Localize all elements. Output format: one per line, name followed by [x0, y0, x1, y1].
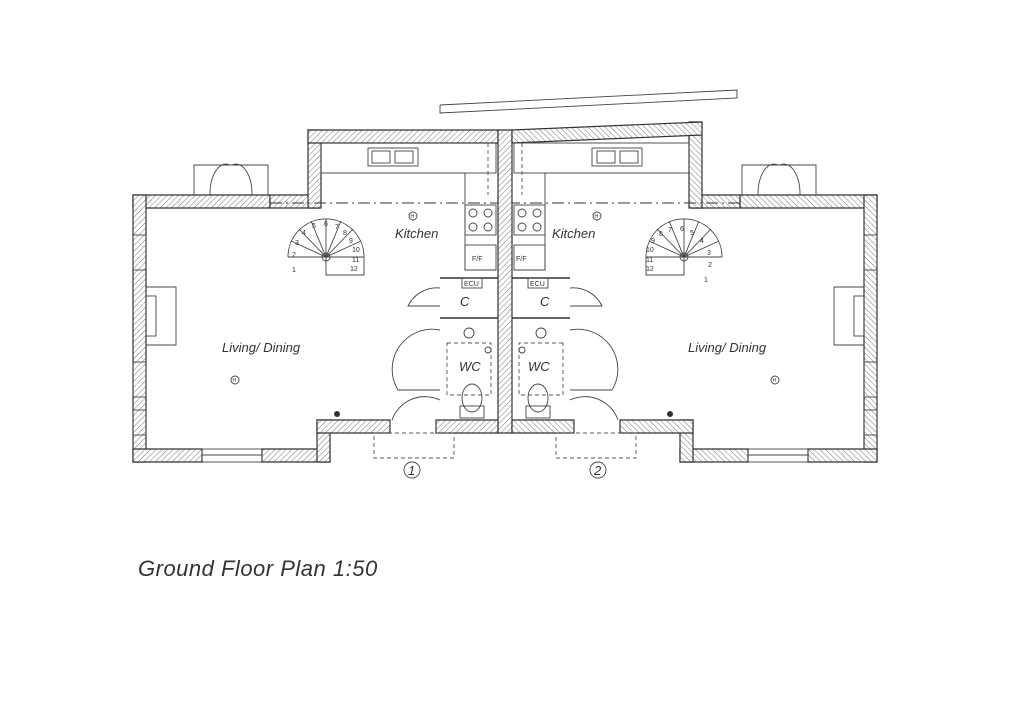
svg-text:5: 5: [690, 230, 694, 237]
svg-text:H: H: [773, 378, 777, 384]
unit-left: F/F 1 2 3 4 5 6 7 8 9 10 11: [132, 129, 513, 479]
fridge-label-right: F/F: [516, 256, 527, 263]
unit-right-labels: F/F ECU Kitchen C WC Living/ Dining H H …: [516, 214, 777, 478]
kitchen-label-left: Kitchen: [395, 226, 438, 241]
svg-text:7: 7: [335, 224, 339, 231]
svg-text:6: 6: [680, 226, 684, 233]
svg-text:10: 10: [646, 247, 654, 254]
svg-text:ECU: ECU: [530, 281, 545, 288]
unit-number-1: 1: [408, 463, 415, 478]
unit-right: [511, 121, 878, 479]
svg-text:H: H: [233, 378, 237, 384]
wc-label-left: WC: [459, 359, 481, 374]
living-label-left: Living/ Dining: [222, 340, 301, 355]
svg-text:H: H: [595, 214, 599, 220]
svg-text:10: 10: [352, 247, 360, 254]
svg-text:1: 1: [704, 277, 708, 284]
svg-text:11: 11: [646, 257, 653, 264]
svg-text:9: 9: [349, 238, 353, 245]
svg-text:5: 5: [312, 223, 316, 230]
svg-text:2: 2: [292, 252, 296, 259]
drawing-title: Ground Floor Plan 1:50: [138, 556, 378, 581]
wc-label-right: WC: [528, 359, 550, 374]
outer-wall-left: [132, 194, 271, 209]
svg-text:12: 12: [646, 266, 654, 273]
fridge-label-left: F/F: [472, 256, 483, 263]
svg-text:6: 6: [324, 221, 328, 228]
svg-text:12: 12: [350, 266, 358, 273]
living-label-right: Living/ Dining: [688, 340, 767, 355]
cupboard-label-left: C: [460, 294, 470, 309]
boundary-line: [439, 89, 738, 114]
cupboard-label-right: C: [540, 294, 550, 309]
svg-text:H: H: [411, 214, 415, 220]
svg-text:8: 8: [343, 230, 347, 237]
unit-number-2: 2: [593, 463, 602, 478]
svg-text:11: 11: [352, 257, 359, 264]
light-switch-left: [334, 411, 340, 417]
kitchen-label-right: Kitchen: [552, 226, 595, 241]
svg-text:ECU: ECU: [464, 281, 479, 288]
svg-text:3: 3: [295, 240, 299, 247]
svg-text:7: 7: [668, 227, 672, 234]
svg-text:9: 9: [651, 238, 655, 245]
spiral-stair-right: [645, 218, 723, 276]
svg-text:2: 2: [708, 262, 712, 269]
light-switch-right: [667, 411, 673, 417]
svg-text:8: 8: [659, 231, 663, 238]
party-wall: [497, 129, 513, 434]
svg-text:1: 1: [292, 267, 296, 274]
svg-text:4: 4: [700, 238, 704, 245]
spiral-stair-left: 1 2 3 4 5 6 7 8 9 10 11 12: [287, 218, 365, 276]
svg-text:3: 3: [707, 250, 711, 257]
svg-text:4: 4: [302, 230, 306, 237]
